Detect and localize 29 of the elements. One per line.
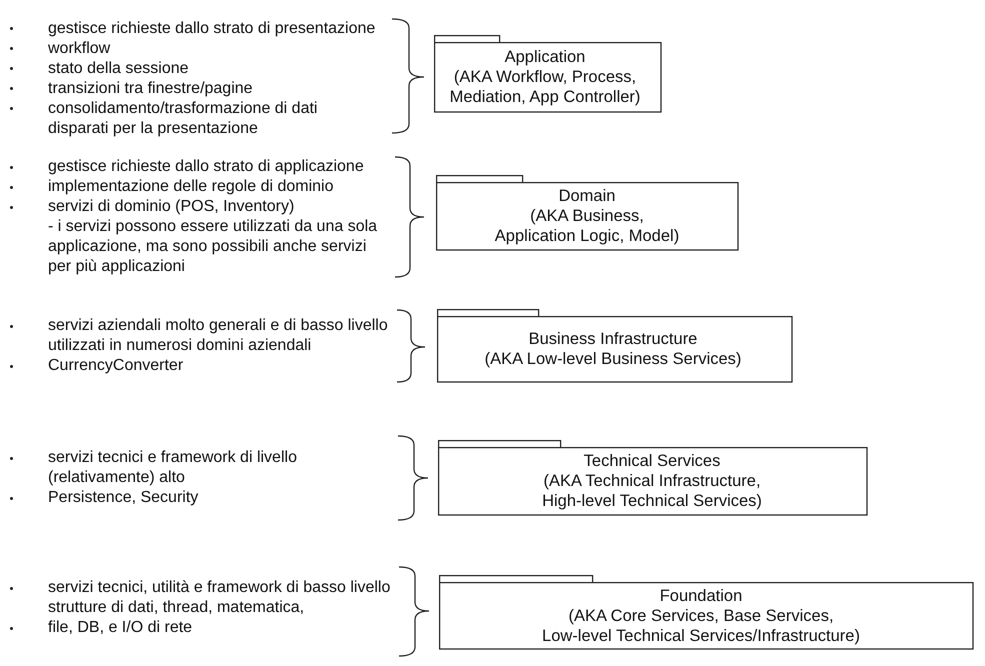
package-aliases: (AKA Business, Application Logic, Model) <box>494 206 680 246</box>
uml-package <box>439 575 974 650</box>
bullet-text: gestisce richieste dallo strato di applicazione <box>48 157 364 177</box>
uml-package <box>436 175 739 251</box>
bullet-text: servizi aziendali molto generali e di basso livello utilizzati in numerosi domini aziendali <box>48 316 389 356</box>
package-name: Technical Services <box>584 451 720 471</box>
bullet-text: servizi tecnici e framework di livello (relativamente) alto <box>48 448 298 488</box>
bullet-text: implementazione delle regole di dominio <box>48 177 334 197</box>
bullet-text: workflow <box>48 38 110 59</box>
bullet-text: consolidamento/trasformazione di dati disparati per la presentazione <box>48 98 318 139</box>
package-name: Business Infrastructure <box>528 329 698 349</box>
package-aliases: (AKA Technical Infrastructure, High-level Technical Services) <box>541 471 763 511</box>
uml-package <box>438 440 868 516</box>
bullet-text: CurrencyConverter <box>48 356 184 376</box>
bullet-text: Persistence, Security <box>48 488 198 508</box>
uml-package <box>437 309 793 383</box>
package-aliases: (AKA Core Services, Base Services, Low-level Technical Services/Infrastructure) <box>541 606 861 646</box>
bullet-text: file, DB, e I/O di rete <box>48 618 192 638</box>
package-aliases: (AKA Workflow, Process, Mediation, App Controller) <box>448 67 642 107</box>
bullet-text: transizioni tra finestre/pagine <box>48 78 253 99</box>
package-aliases: (AKA Low-level Business Services) <box>484 349 742 369</box>
uml-package <box>434 35 662 113</box>
bullet-text: gestisce richieste dallo strato di presentazione <box>48 18 376 39</box>
package-name: Foundation <box>660 586 742 606</box>
bullet-text: stato della sessione <box>48 58 189 79</box>
bullet-text: - i servizi possono essere utilizzati da una sola applicazione, ma sono possibili anche servizi per più applicazioni <box>48 217 378 277</box>
package-name: Domain <box>558 186 616 206</box>
package-name: Application <box>504 47 586 67</box>
bullet-text: servizi di dominio (POS, Inventory) <box>48 197 294 217</box>
